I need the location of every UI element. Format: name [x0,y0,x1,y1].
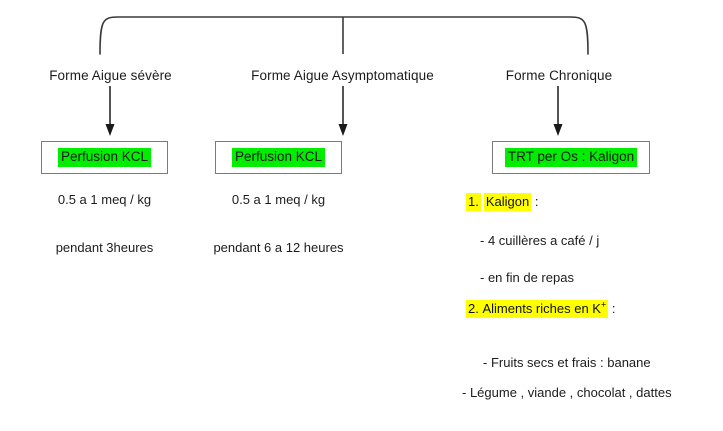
chronique-item-1-subline-1: - 4 cuillères a café / j [480,233,600,248]
chronique-item-1-suffix: : [531,194,539,209]
column-label-chronique: Forme Chronique [505,68,613,83]
chronique-item-1-number: 1. [466,193,481,211]
chronique-item-2-heading: 2. Aliments riches en K+ : [466,299,616,318]
chronique-item-1-heading: 1.Kaligon : [466,193,539,211]
grouping-bracket [99,16,589,55]
chronique-item-2-suffix: : [608,301,616,316]
chronique-item-2-name: Aliments riches en K [482,301,601,316]
arrow-down-icon-aigue-asymptomatique [338,86,348,136]
chronique-item-2-subline-1: - Fruits secs et frais : banane [483,355,651,370]
detail-line-duration-aigue-severe: pendant 3heures [55,240,154,255]
column-label-aigue-severe: Forme Aigue sévère [49,68,172,83]
treatment-box-aigue-asymptomatique[interactable]: Perfusion KCL [215,141,342,174]
chronique-item-2-label: 2. Aliments riches en K+ [466,299,609,318]
detail-line-duration-aigue-asymptomatique: pendant 6 a 12 heures [213,240,344,255]
detail-line-dose-aigue-asymptomatique: 0.5 a 1 meq / kg [231,192,326,207]
treatment-box-label-aigue-severe: Perfusion KCL [57,148,152,167]
chronique-item-2-subline-2: - Légume , viande , chocolat , dattes [462,385,672,400]
chronique-item-1-subline-2: - en fin de repas [480,270,574,285]
arrow-down-icon-chronique [553,86,563,136]
treatment-box-label-chronique: TRT per Os : Kaligon [504,148,638,167]
chronique-item-2-number: 2. [468,301,479,316]
treatment-box-chronique[interactable]: TRT per Os : Kaligon [492,141,650,174]
chronique-item-2-superscript: + [600,299,607,310]
treatment-box-aigue-severe[interactable]: Perfusion KCL [41,141,168,174]
column-label-aigue-asymptomatique: Forme Aigue Asymptomatique [251,68,434,83]
detail-line-dose-aigue-severe: 0.5 a 1 meq / kg [57,192,152,207]
chronique-item-1-name: Kaligon [483,193,532,211]
arrow-down-icon-aigue-severe [105,86,115,136]
treatment-box-label-aigue-asymptomatique: Perfusion KCL [231,148,326,167]
